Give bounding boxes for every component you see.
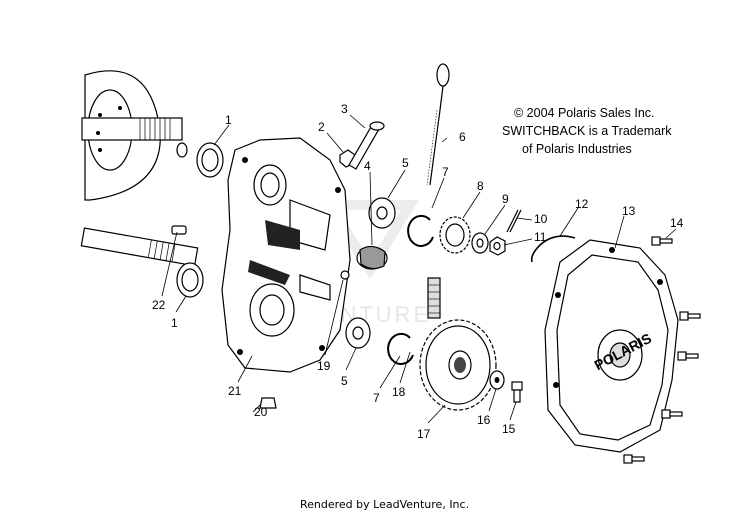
callout-22: 22 xyxy=(152,298,166,312)
cotter-pin-10 xyxy=(506,209,522,233)
nut-11 xyxy=(489,236,506,256)
callout-19: 19 xyxy=(317,359,331,373)
shaft-pin-3 xyxy=(348,121,385,170)
callout-9: 9 xyxy=(502,192,509,206)
chaincase-cover: POLARIS xyxy=(544,239,679,453)
render-credit: Rendered by LeadVenture, Inc. xyxy=(300,498,469,511)
seal-upper xyxy=(196,142,224,178)
jackshaft xyxy=(80,225,199,267)
callout-14: 14 xyxy=(670,216,684,230)
callout-8: 8 xyxy=(477,179,484,193)
callout-17: 17 xyxy=(417,427,431,441)
bolt-22 xyxy=(171,225,187,235)
callout-1a: 1 xyxy=(225,113,232,127)
callout-11: 11 xyxy=(534,230,547,244)
callout-5a: 5 xyxy=(402,156,409,170)
leader-lines xyxy=(161,114,677,424)
callout-15: 15 xyxy=(502,422,516,436)
callout-13: 13 xyxy=(622,204,636,218)
chaincase-housing xyxy=(221,137,351,373)
callout-6: 6 xyxy=(459,130,466,144)
callout-7b: 7 xyxy=(373,391,380,405)
drive-clutch-shaft xyxy=(81,70,188,201)
callout-21: 21 xyxy=(228,384,242,398)
cover-bolts xyxy=(623,236,701,464)
callout-5b: 5 xyxy=(341,374,348,388)
callout-12: 12 xyxy=(575,197,589,211)
callout-16: 16 xyxy=(477,413,491,427)
callout-2: 2 xyxy=(318,120,325,134)
trademark-line-1: SWITCHBACK is a Trademark xyxy=(502,124,672,138)
washer-5-upper xyxy=(368,197,396,229)
copyright-text: © 2004 Polaris Sales Inc. xyxy=(514,106,655,120)
seal-lower xyxy=(176,262,204,298)
trademark-line-2: of Polaris Industries xyxy=(522,142,632,156)
sprocket-17 xyxy=(419,319,497,411)
bolt-19 xyxy=(340,270,350,280)
snap-ring-7-upper xyxy=(407,215,434,247)
callout-10: 10 xyxy=(534,212,548,226)
washer-16 xyxy=(489,370,505,390)
washer-5-lower xyxy=(345,317,371,349)
chain-18 xyxy=(427,277,441,319)
callout-18: 18 xyxy=(392,385,406,399)
gasket-12 xyxy=(530,235,576,263)
trademark-notes: © 2004 Polaris Sales Inc. SWITCHBACK is … xyxy=(502,106,672,156)
tensioner-4 xyxy=(356,245,388,270)
dipstick xyxy=(426,63,450,186)
callout-1b: 1 xyxy=(171,316,178,330)
snap-ring-7-lower xyxy=(387,333,414,365)
callout-20: 20 xyxy=(254,405,268,419)
bolt-15 xyxy=(511,381,523,403)
washer-9 xyxy=(471,232,489,254)
callout-7a: 7 xyxy=(442,165,449,179)
callout-labels: 1 1 2 3 4 5 5 6 7 7 8 9 10 11 12 13 14 1… xyxy=(152,102,684,441)
callout-4: 4 xyxy=(364,159,371,173)
callout-3: 3 xyxy=(341,102,348,116)
sprocket-8 xyxy=(439,216,471,254)
